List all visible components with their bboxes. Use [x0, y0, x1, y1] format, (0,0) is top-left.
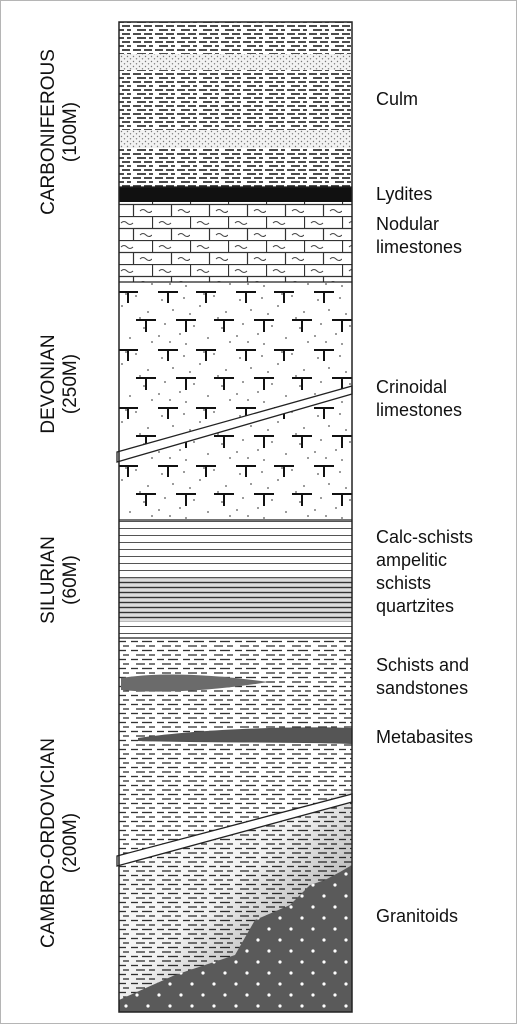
label-metabasites: Metabasites	[376, 726, 473, 749]
period-thickness: (100M)	[60, 101, 81, 163]
label-line: schists	[376, 573, 432, 593]
label-crinoidal-limestones: Crinoidal limestones	[376, 376, 462, 422]
layer-ampelitic-schists	[119, 578, 352, 622]
layer-granitoids	[119, 865, 352, 1012]
label-line: Metabasites	[376, 727, 474, 747]
label-nodular-limestones: Nodular limestones	[376, 213, 462, 259]
period-cambro-ordovician: CAMBRO-ORDOVICIAN (200M)	[38, 738, 82, 948]
period-carboniferous: CARBONIFEROUS (100M)	[38, 49, 82, 215]
period-thickness: (250M)	[60, 353, 81, 415]
layer-quartzites	[119, 622, 352, 638]
lens-schist-sandstone	[121, 674, 268, 692]
label-line: Granitoids	[376, 906, 459, 926]
lens-metabasites	[138, 727, 352, 744]
label-line: Schists and	[376, 655, 470, 675]
label-line: quartzites	[376, 596, 455, 616]
label-line: Crinoidal	[376, 377, 448, 397]
period-thickness: (60M)	[60, 555, 81, 605]
label-line: Culm	[376, 89, 419, 109]
layer-culm-sandy-band-1	[119, 54, 352, 70]
label-lydites: Lydites	[376, 183, 432, 206]
label-line: ampelitic	[376, 550, 448, 570]
label-line: sandstones	[376, 678, 469, 698]
label-schists-sandstones: Schists and sandstones	[376, 654, 469, 700]
period-thickness: (200M)	[60, 812, 81, 874]
period-name: CAMBRO-ORDOVICIAN	[38, 737, 59, 949]
label-calc-schists: Calc-schists ampelitic schists quartzite…	[376, 526, 473, 618]
period-devonian: DEVONIAN (250M)	[38, 334, 82, 433]
period-name: CARBONIFEROUS	[38, 49, 59, 215]
label-line: Calc-schists	[376, 527, 474, 547]
layer-culm	[119, 22, 352, 187]
period-name: DEVONIAN	[38, 334, 59, 434]
column-outline	[118, 21, 353, 1013]
period-silurian: SILURIAN (60M)	[38, 536, 82, 624]
label-line: limestones	[376, 400, 463, 420]
layer-lydites	[119, 187, 352, 202]
layer-nodular-limestones	[119, 202, 352, 282]
layer-culm-sandy-band-2	[119, 130, 352, 148]
label-culm: Culm	[376, 88, 418, 111]
period-name: SILURIAN	[38, 536, 59, 624]
label-granitoids: Granitoids	[376, 905, 458, 928]
label-line: limestones	[376, 237, 463, 257]
label-line: Nodular	[376, 214, 440, 234]
layer-calc-schists	[119, 520, 352, 578]
label-line: Lydites	[376, 184, 433, 204]
